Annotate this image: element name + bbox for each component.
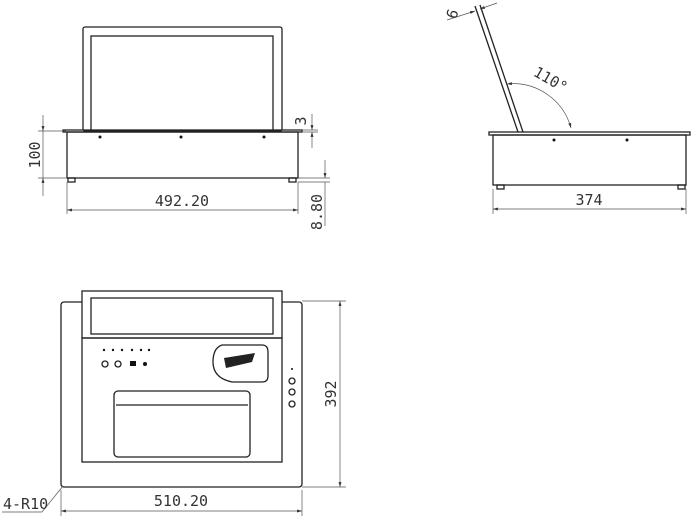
foot <box>67 177 76 183</box>
width-dimension: 510.20 <box>154 492 208 510</box>
depth-dimension: 374 <box>575 191 602 209</box>
port-usb <box>130 361 136 366</box>
screw-dot <box>625 138 629 142</box>
port-round <box>114 360 122 368</box>
logo-mark <box>224 353 255 368</box>
port-small <box>143 362 147 366</box>
foot <box>496 184 505 190</box>
monitor-lid <box>474 4 524 133</box>
angle-dimension: 110° <box>530 63 570 97</box>
monitor-frame <box>82 26 283 132</box>
side-view: 110° 9 374 <box>442 2 691 214</box>
screw-dot <box>98 135 102 139</box>
front-view: 100 492.20 3 8.80 <box>26 26 330 230</box>
logo-badge <box>212 344 269 383</box>
radius-dimension: 4-R10 <box>3 495 48 513</box>
side-button <box>288 377 296 385</box>
foot <box>288 177 297 183</box>
angle-arc <box>506 82 572 129</box>
body <box>66 131 299 179</box>
side-button <box>288 400 296 408</box>
monitor-top <box>81 290 283 339</box>
top-view: 392 510.20 4-R10 <box>2 290 346 516</box>
port-round <box>101 360 109 368</box>
body <box>492 134 687 186</box>
height-dimension: 100 <box>26 141 44 168</box>
plate-thickness-dimension: 3 <box>292 116 310 125</box>
width-dimension: 492.20 <box>155 192 209 210</box>
foot <box>677 184 686 190</box>
monitor-screen <box>90 35 274 132</box>
foot-height-dimension: 8.80 <box>308 194 326 230</box>
side-button <box>288 388 296 396</box>
monitor-screen <box>90 297 274 335</box>
screw-dot <box>552 138 556 142</box>
indicator-leds <box>102 348 151 352</box>
panel <box>81 337 283 463</box>
screw-dot <box>262 135 266 139</box>
depth-dimension: 392 <box>322 380 340 407</box>
screw-dot <box>179 135 183 139</box>
window <box>113 390 251 458</box>
